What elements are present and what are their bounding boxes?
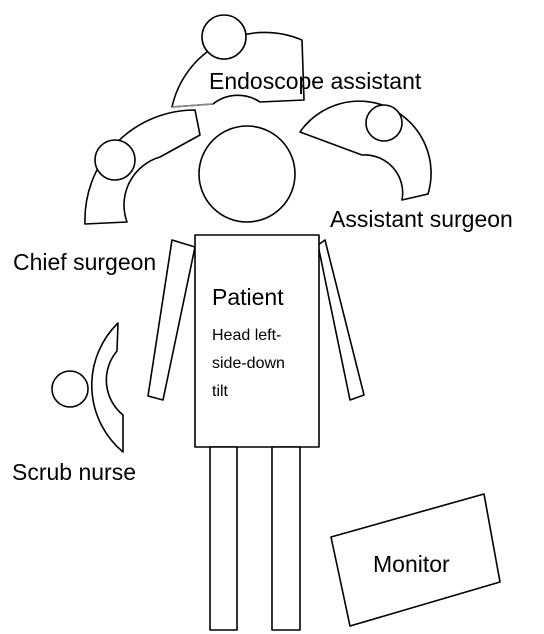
patient-label: Patient <box>212 284 284 310</box>
patient-position-line-1: Head left- <box>212 327 281 344</box>
patient-position-line-3: tilt <box>212 383 229 400</box>
scrub-nurse-head <box>52 371 88 407</box>
patient-right-leg <box>272 447 300 630</box>
assistant-surgeon-figure <box>300 101 431 200</box>
chief-surgeon-label: Chief surgeon <box>13 249 156 275</box>
chief-surgeon-head <box>95 140 135 180</box>
monitor-label: Monitor <box>373 551 450 577</box>
scrub-nurse-figure <box>52 323 123 452</box>
patient-figure <box>148 126 364 630</box>
patient-position-line-2: side-down <box>212 355 285 372</box>
assistant-surgeon-head <box>366 105 402 141</box>
scrub-nurse-arc <box>92 323 123 452</box>
patient-left-leg <box>210 447 237 630</box>
endoscope-assistant-head <box>202 15 246 59</box>
patient-head <box>199 126 295 222</box>
assistant-surgeon-arc <box>300 101 431 200</box>
chief-surgeon-figure <box>85 110 200 224</box>
endoscope-assistant-label: Endoscope assistant <box>209 68 422 94</box>
patient-right-arm <box>318 240 364 400</box>
assistant-surgeon-label: Assistant surgeon <box>330 206 513 232</box>
scrub-nurse-label: Scrub nurse <box>12 459 136 485</box>
